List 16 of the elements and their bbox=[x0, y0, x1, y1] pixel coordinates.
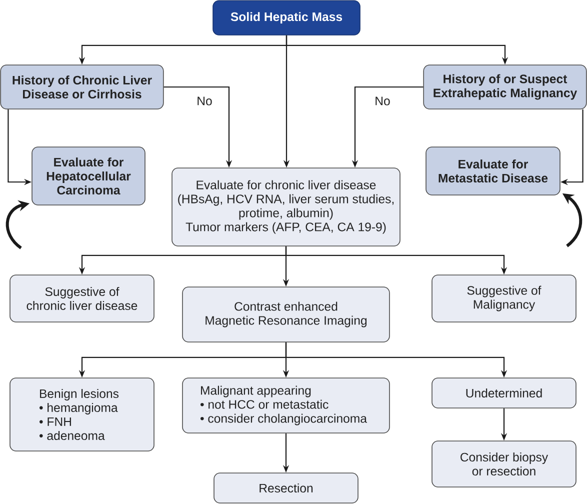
start-box: Solid Hepatic Mass bbox=[212, 0, 360, 36]
edge-label: No bbox=[373, 95, 392, 107]
process-box: Evaluate for Hepatocellular Carcinoma bbox=[32, 146, 146, 206]
process-box: Evaluate for chronic liver disease (HBsAg, HCV RNA, liver serum studies, protime, albumin) Tumor markers (AFP, CEA, CA 19-9) bbox=[172, 168, 400, 246]
process-box: Suggestive of chronic liver disease bbox=[10, 274, 154, 322]
process-box: Suggestive of Malignancy bbox=[432, 274, 576, 322]
process-box: History of Chronic Liver Disease or Cirrhosis bbox=[0, 64, 164, 110]
process-box: History of or Suspect Extrahepatic Malignancy bbox=[423, 64, 587, 110]
process-box: Resection bbox=[214, 472, 358, 504]
process-box: Undetermined bbox=[432, 378, 576, 408]
process-box: Malignant appearing • not HCC or metastatic • consider cholangiocarcinoma bbox=[182, 378, 390, 434]
process-box: Evaluate for Metastatic Disease bbox=[426, 146, 560, 196]
process-box: Contrast enhanced Magnetic Resonance Imaging bbox=[182, 286, 390, 342]
process-box: Benign lesions • hemangioma • FNH • adeneoma bbox=[10, 378, 154, 452]
process-box: Consider biopsy or resection bbox=[432, 440, 576, 488]
edge-label: No bbox=[195, 95, 214, 107]
